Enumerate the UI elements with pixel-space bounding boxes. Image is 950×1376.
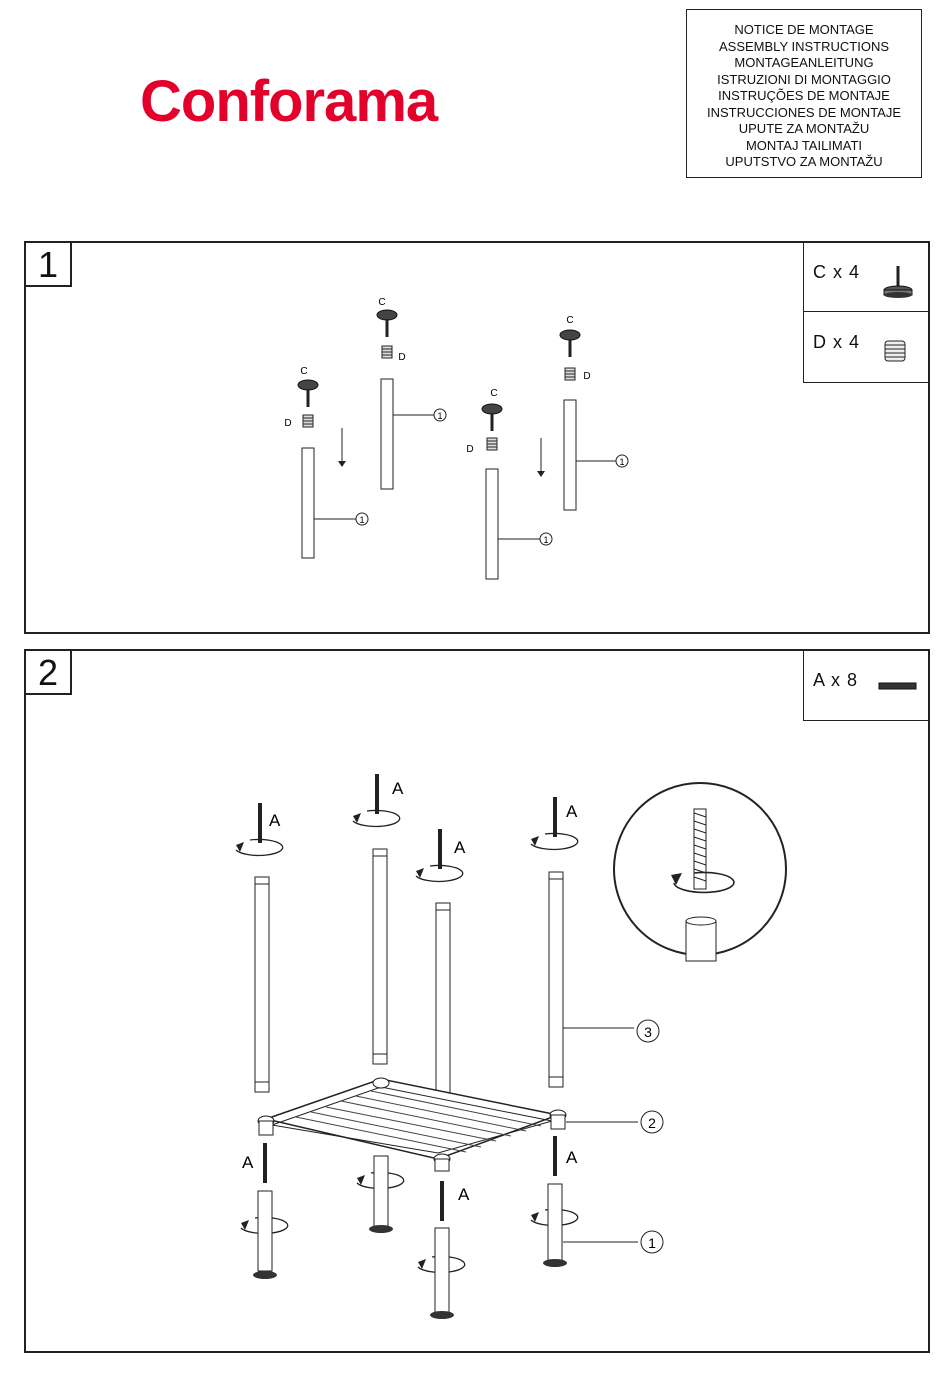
foot-callout: C: [378, 297, 385, 308]
notice-line: MONTAJ TAILIMATI: [687, 138, 921, 155]
lower-leg: A: [418, 1181, 470, 1319]
shelf-callout: 2: [648, 1115, 656, 1131]
notice-line: ISTRUZIONI DI MONTAGGIO: [687, 72, 921, 89]
notice-line: UPUTSTVO ZA MONTAŽU: [687, 154, 921, 171]
assembly-instructions-box: NOTICE DE MONTAGE ASSEMBLY INSTRUCTIONS …: [686, 9, 922, 178]
upper-leg-callout: 3: [644, 1024, 652, 1040]
leg-assembly: 1 C D: [377, 297, 446, 489]
notice-line: MONTAGEANLEITUNG: [687, 55, 921, 72]
rod-callout: A: [242, 1153, 254, 1172]
leg-callout: 1: [437, 411, 442, 421]
step-2-panel: 2 A x 8 A: [24, 649, 930, 1353]
notice-line: UPUTE ZA MONTAŽU: [687, 121, 921, 138]
upper-tube: [549, 872, 563, 1087]
leg-assembly: 1 C D: [466, 388, 552, 579]
shelf-frame: [258, 1078, 566, 1171]
upper-tube: [436, 903, 450, 1118]
rod-callout: A: [454, 838, 466, 857]
upper-tube: [373, 849, 387, 1064]
leg-callout: 1: [648, 1235, 656, 1251]
upper-rod: A: [353, 774, 404, 826]
notice-line: NOTICE DE MONTAGE: [687, 22, 921, 39]
leg-callout: 1: [359, 515, 364, 525]
insert-callout: D: [398, 352, 405, 363]
step-2-drawing: A A A A 3: [26, 651, 930, 1351]
notice-line: INSTRUÇÕES DE MONTAJE: [687, 88, 921, 105]
upper-rod: A: [236, 803, 283, 855]
brand-logo: Conforama: [140, 68, 437, 135]
lower-leg: A: [531, 1136, 578, 1267]
upper-rod: A: [531, 797, 578, 849]
insert-callout: D: [466, 444, 473, 455]
notice-line: ASSEMBLY INSTRUCTIONS: [687, 39, 921, 56]
foot-callout: C: [300, 366, 307, 377]
upper-rod: A: [416, 829, 466, 881]
rod-callout: A: [392, 779, 404, 798]
foot-callout: C: [566, 315, 573, 326]
lower-leg: [357, 1156, 404, 1233]
leg-assembly: 1 C D: [284, 366, 368, 558]
rod-callout: A: [566, 802, 578, 821]
notice-line: INSTRUCCIONES DE MONTAJE: [687, 105, 921, 122]
rod-callout: A: [269, 811, 281, 830]
insert-callout: D: [284, 418, 291, 429]
detail-view: [614, 783, 786, 961]
rod-callout: A: [458, 1185, 470, 1204]
upper-tube: [255, 877, 269, 1092]
leg-callout: 1: [619, 457, 624, 467]
lower-leg: A: [241, 1143, 288, 1279]
leg-assembly: 1 C D: [560, 315, 628, 510]
leg-callout: 1: [543, 535, 548, 545]
rod-callout: A: [566, 1148, 578, 1167]
step-1-panel: 1 C x 4 D x 4: [24, 241, 930, 634]
insert-callout: D: [583, 371, 590, 382]
brand-name: Conforama: [140, 69, 437, 134]
foot-callout: C: [490, 388, 497, 399]
step-1-drawing: 1 C D 1 C D 1 C D: [26, 243, 930, 632]
